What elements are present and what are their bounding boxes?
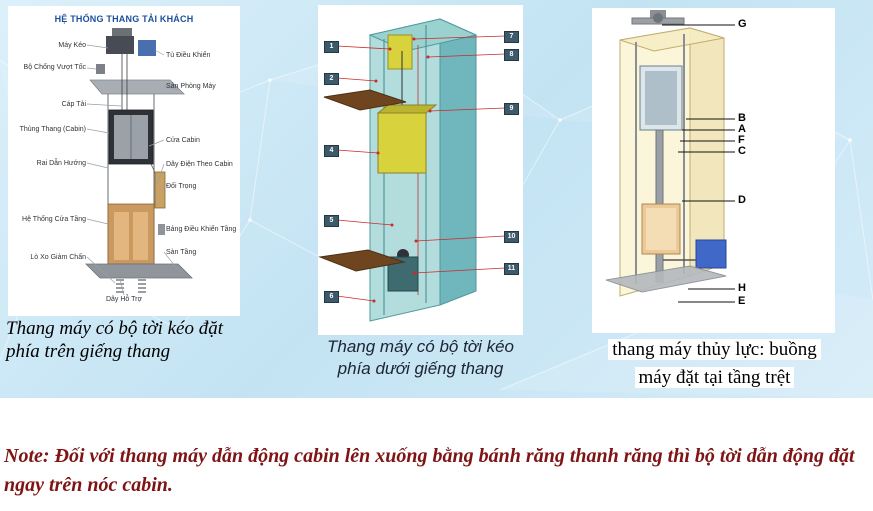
diagram-section-background: HỆ THỐNG THANG TẢI KHÁCH (0, 0, 873, 398)
top-beam-pulley (631, 10, 685, 25)
panel-hydraulic: G B A F C D H E (592, 8, 835, 333)
part-number-chip: 5 (324, 215, 339, 227)
floor-slab (85, 263, 193, 279)
diagram1-label: Rai Dẫn Hướng (36, 160, 86, 167)
panel-traction-above: HỆ THỐNG THANG TẢI KHÁCH (8, 6, 240, 316)
caption-traction-above: Thang máy có bộ tời kéo đặt phía trên gi… (6, 318, 223, 362)
part-letter-label: A (738, 123, 746, 135)
part-letter-label: C (738, 145, 746, 157)
diagram1-label: Lò Xo Giảm Chấn (30, 254, 86, 261)
diagram1-label: Cửa Cabin (166, 137, 200, 144)
cabin (639, 65, 683, 131)
part-letter-label: G (738, 18, 747, 30)
floor-slab-lower (318, 249, 406, 272)
part-letter-label: H (738, 282, 746, 294)
diagram1-label: Dây Điện Theo Cabin (166, 161, 233, 168)
caption-hydraulic-line1: thang máy thủy lực: buồng (608, 339, 821, 360)
diagram1-label: Sàn Tầng (166, 249, 197, 256)
part-letter-label: B (738, 112, 746, 124)
machine-room (89, 28, 185, 95)
hoist-cables (121, 54, 128, 110)
pit-slab (605, 265, 727, 293)
diagram1-illustration (85, 28, 193, 296)
leader-lines (86, 44, 179, 296)
note-text: Note: Đối với thang máy dẫn động cabin l… (4, 445, 855, 496)
part-number-chip: 1 (324, 41, 339, 53)
caption-traction-below: Thang máy có bộ tời kéo phía dưới giếng … (327, 337, 514, 379)
diagram1-label: Tủ Điều Khiển (166, 52, 211, 59)
part-number-chip: 4 (324, 145, 339, 157)
leader-dots (372, 37, 432, 303)
caption-hydraulic-line2: máy đặt tại tầng trệt (634, 366, 795, 388)
floor-slab-upper (323, 89, 407, 111)
diagram2-illustration (318, 18, 506, 322)
part-number-chip: 8 (504, 49, 519, 61)
control-cabinet (387, 34, 413, 70)
caption-hydraulic: thang máy thủy lực: buồng máy đặt tại tầ… (592, 336, 837, 391)
landing-door (107, 203, 165, 265)
part-number-chip: 11 (504, 263, 519, 275)
part-number-chip: 7 (504, 31, 519, 43)
power-unit (663, 239, 727, 269)
diagram1-label: Đối Trọng (166, 183, 197, 190)
panel-traction-below: 1 2 4 5 6 7 8 9 10 11 (318, 5, 523, 335)
counterweight (154, 171, 166, 209)
landing-door (641, 203, 681, 255)
diagram1-label: Sàn Phòng Máy (166, 83, 216, 90)
diagram1-label: Hệ Thống Cửa Tầng (22, 216, 86, 223)
cabin (376, 104, 438, 174)
part-number-chip: 2 (324, 73, 339, 85)
diagram1-label: Bộ Chống Vượt Tốc (23, 64, 86, 71)
part-letter-label: F (738, 134, 745, 146)
leader-lines (336, 35, 506, 302)
diagram1-title: HỆ THỐNG THANG TẢI KHÁCH (54, 14, 194, 24)
leader-lines (662, 24, 735, 303)
diagram1-label: Bảng Điều Khiển Tầng (166, 226, 237, 233)
guide-rails (635, 34, 685, 284)
part-number-chip: 6 (324, 291, 339, 303)
part-number-chip: 9 (504, 103, 519, 115)
part-letter-label: D (738, 194, 746, 206)
part-letter-label: E (738, 295, 746, 307)
diagram1-label: Cáp Tải (61, 101, 86, 108)
diagram1-label: Máy Kéo (58, 42, 86, 49)
diagram1-label: Dây Hỗ Trợ (105, 296, 143, 303)
part-number-chip: 10 (504, 231, 519, 243)
diagram3-illustration (605, 10, 735, 303)
diagram1-label: Thùng Thang (Cabin) (19, 126, 86, 133)
cabin (108, 109, 154, 165)
